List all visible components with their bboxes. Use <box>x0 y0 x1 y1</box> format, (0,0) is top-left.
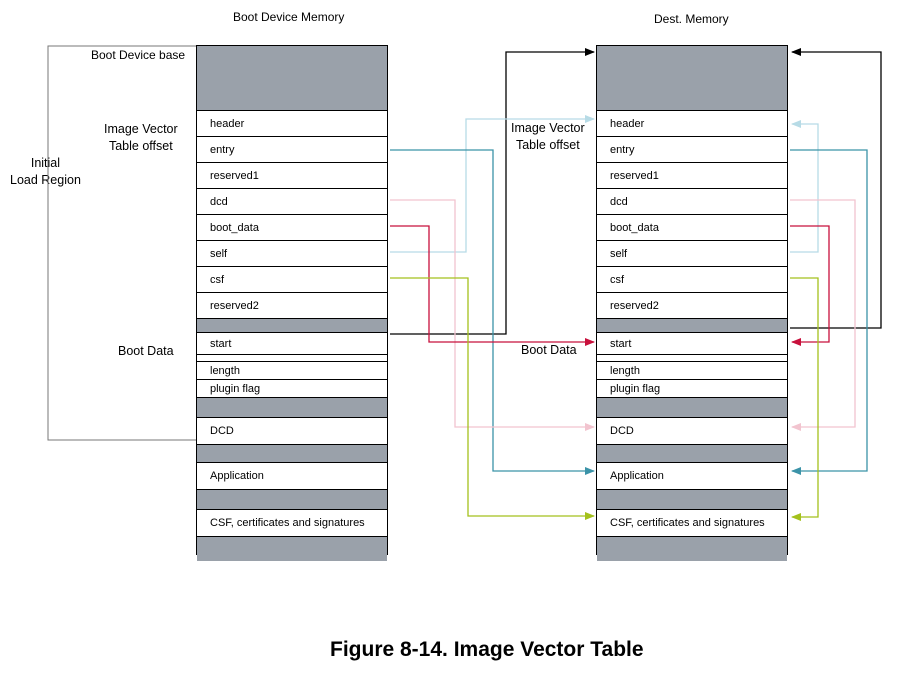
cell-length: length <box>597 361 787 379</box>
cell-header: header <box>197 110 387 136</box>
figure-caption: Figure 8-14. Image Vector Table <box>330 638 644 661</box>
self-link-left <box>390 115 595 253</box>
left-column-title: Boot Device Memory <box>233 10 345 24</box>
cell-gray-region <box>597 536 787 561</box>
cell-entry: entry <box>197 136 387 162</box>
cell-gray-region <box>597 354 787 361</box>
boot-data-label-right: Boot Data <box>521 343 577 357</box>
boot-data-label-left: Boot Data <box>118 344 174 358</box>
cell-csf-certificates-and-signatures: CSF, certificates and signatures <box>197 509 387 536</box>
initial-load-region-bracket <box>47 45 196 441</box>
cell-header: header <box>597 110 787 136</box>
boot-data-link-right <box>790 225 830 346</box>
cell-reserved1: reserved1 <box>197 162 387 188</box>
dcd-link-left <box>390 199 595 431</box>
csf-link-right <box>790 277 819 521</box>
cell-gray-region <box>197 489 387 509</box>
start-link-left <box>390 48 595 335</box>
cell-dcd: dcd <box>597 188 787 214</box>
boot-data-link-left <box>390 225 595 346</box>
entry-link-right <box>790 149 868 475</box>
ivt-offset-label-left: Image Vector Table offset <box>104 122 178 153</box>
cell-csf: csf <box>597 266 787 292</box>
ivt-offset-label-right: Image Vector Table offset <box>511 121 585 152</box>
cell-reserved2: reserved2 <box>597 292 787 318</box>
initial-load-region-label: Initial Load Region <box>10 156 81 187</box>
cell-gray-region <box>197 354 387 361</box>
cell-start: start <box>197 332 387 354</box>
cell-gray-region <box>197 46 387 110</box>
dcd-link-right <box>790 199 856 431</box>
cell-csf: csf <box>197 266 387 292</box>
cell-gray-region <box>197 397 387 417</box>
right-column-title: Dest. Memory <box>654 12 729 26</box>
cell-self: self <box>197 240 387 266</box>
cell-reserved1: reserved1 <box>597 162 787 188</box>
cell-gray-region <box>597 397 787 417</box>
cell-gray-region <box>597 489 787 509</box>
cell-self: self <box>597 240 787 266</box>
cell-gray-region <box>597 318 787 332</box>
cell-dcd: DCD <box>197 417 387 444</box>
cell-reserved2: reserved2 <box>197 292 387 318</box>
cell-gray-region <box>197 318 387 332</box>
cell-gray-region <box>197 444 387 462</box>
cell-gray-region <box>197 536 387 561</box>
cell-application: Application <box>197 462 387 489</box>
cell-plugin-flag: plugin flag <box>597 379 787 397</box>
cell-csf-certificates-and-signatures: CSF, certificates and signatures <box>597 509 787 536</box>
entry-link-left <box>390 149 595 475</box>
start-link-right <box>790 48 882 329</box>
cell-gray-region <box>597 444 787 462</box>
cell-start: start <box>597 332 787 354</box>
cell-boot-data: boot_data <box>597 214 787 240</box>
boot-device-base-label: Boot Device base <box>91 48 186 62</box>
self-link-right <box>790 120 819 253</box>
cell-gray-region <box>597 46 787 110</box>
cell-boot-data: boot_data <box>197 214 387 240</box>
cell-plugin-flag: plugin flag <box>197 379 387 397</box>
cell-dcd: DCD <box>597 417 787 444</box>
cell-application: Application <box>597 462 787 489</box>
csf-link-left <box>390 277 595 520</box>
cell-dcd: dcd <box>197 188 387 214</box>
cell-length: length <box>197 361 387 379</box>
cell-entry: entry <box>597 136 787 162</box>
